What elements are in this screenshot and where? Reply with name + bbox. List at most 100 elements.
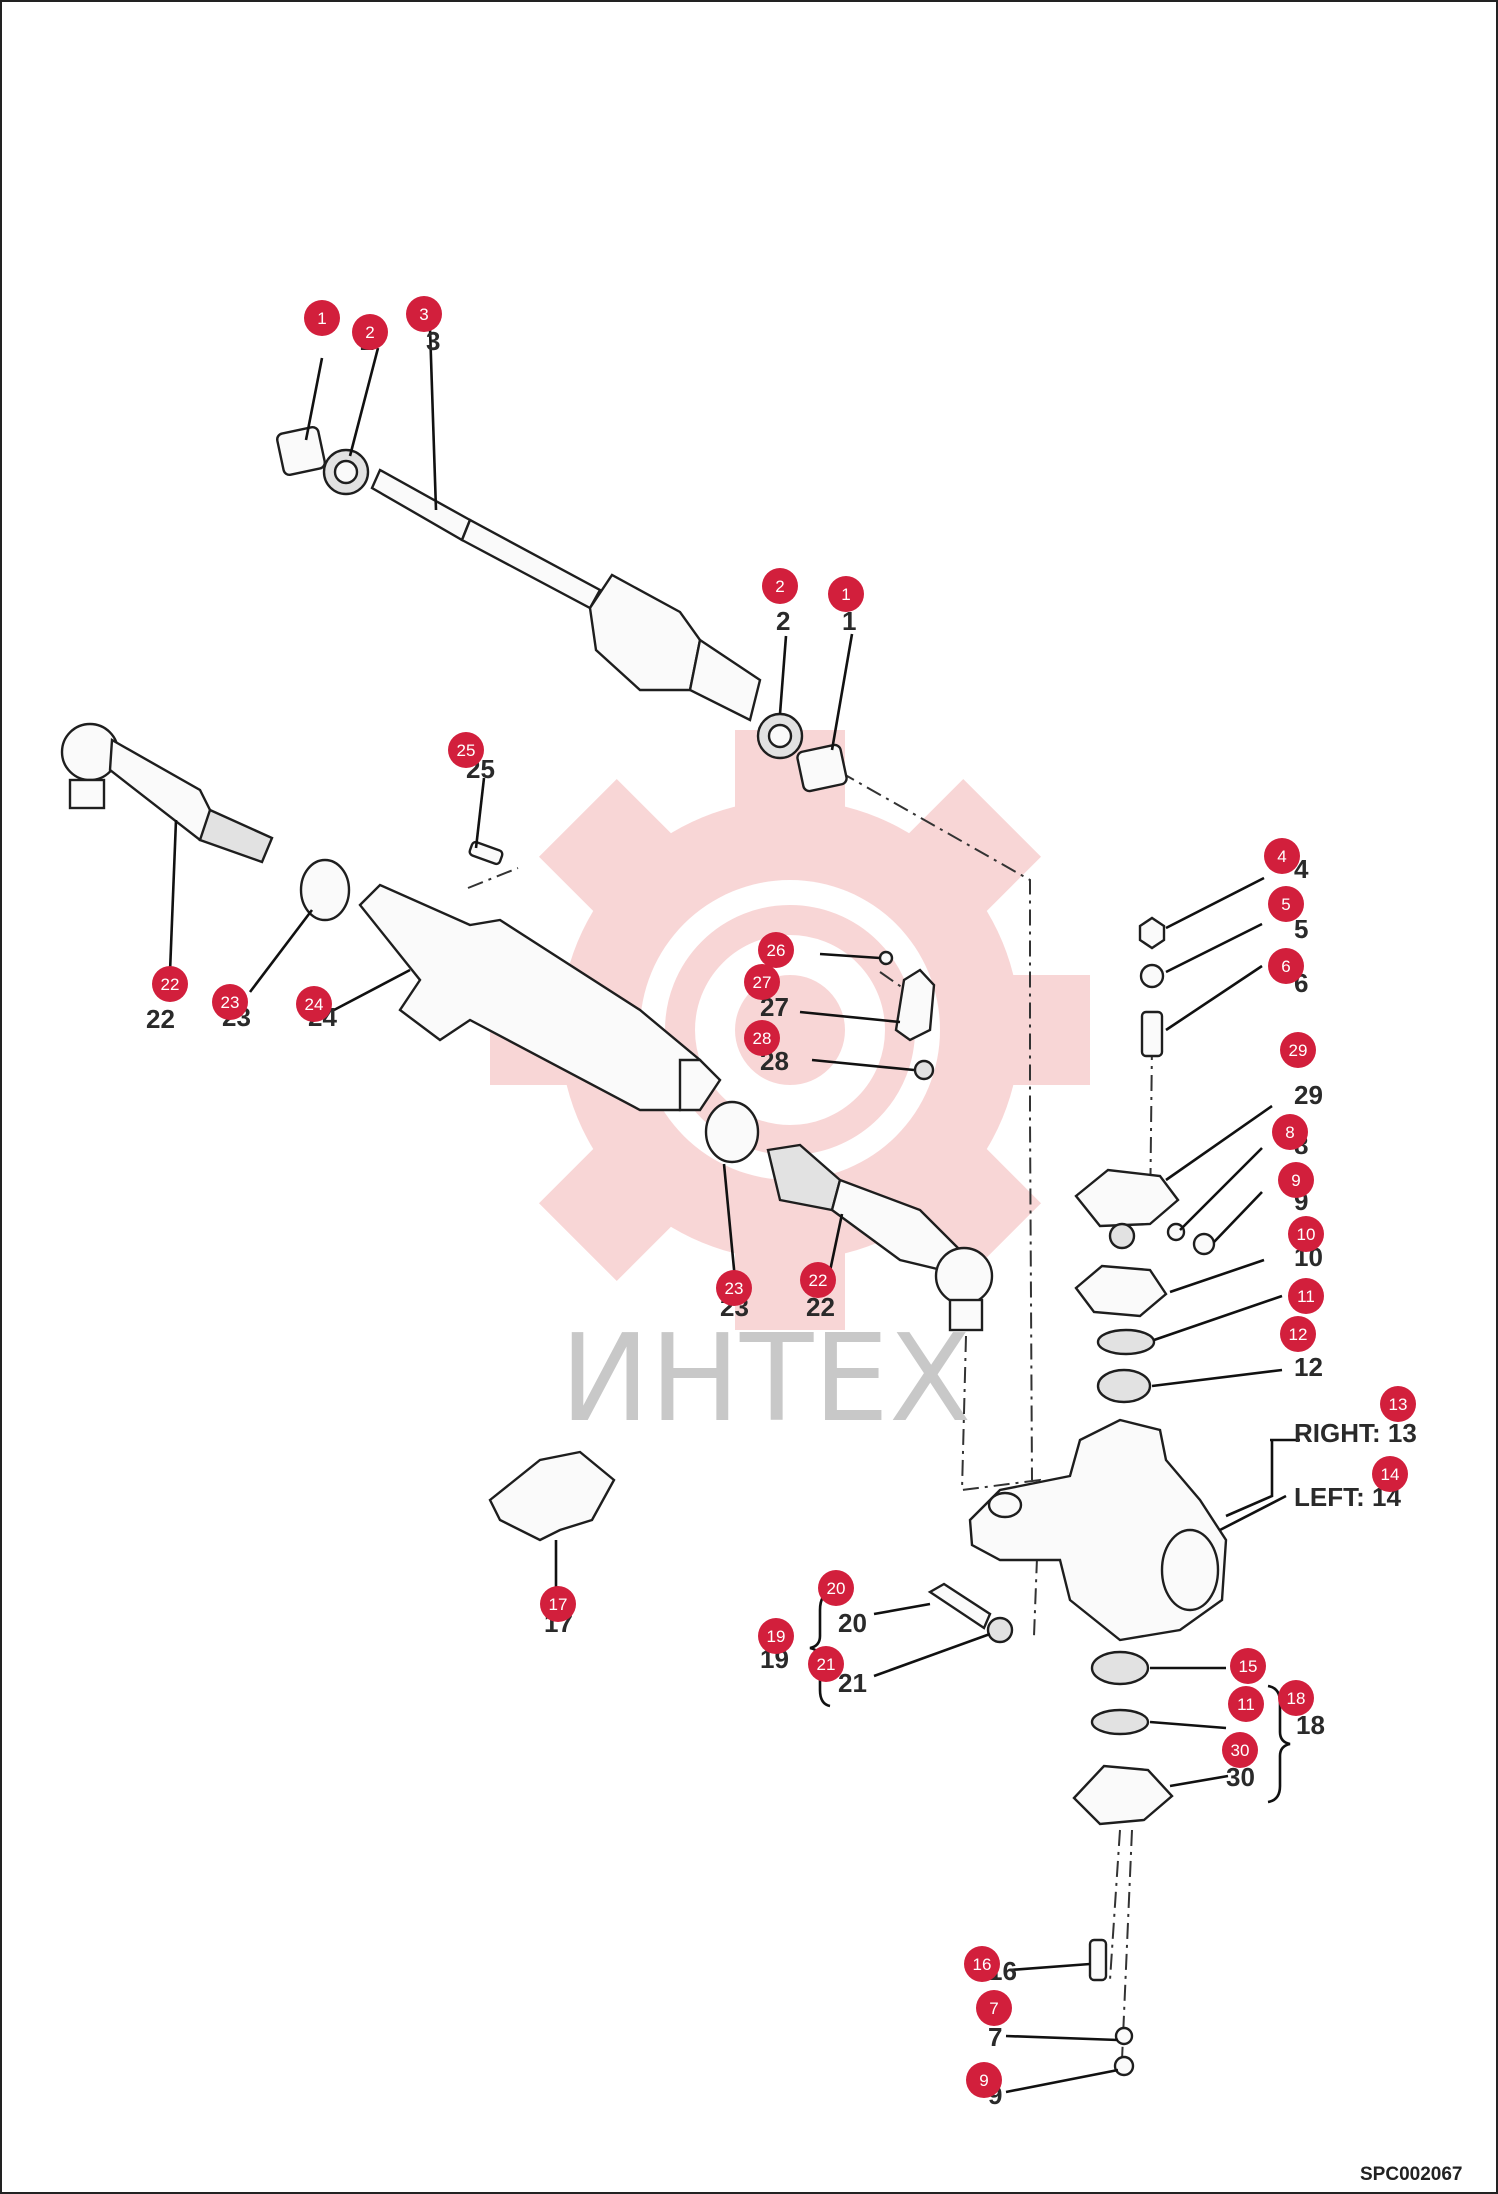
callout-badge-circle[interactable]: [800, 1262, 836, 1298]
callout-badge-circle[interactable]: [828, 576, 864, 612]
callout-badge-circle[interactable]: [1380, 1386, 1416, 1422]
callout-badge-14[interactable]: 14: [1372, 1456, 1408, 1492]
callout-badge-24[interactable]: 24: [296, 986, 332, 1022]
callout-badge-2[interactable]: 2: [352, 314, 388, 350]
callout-badge-6[interactable]: 6: [1268, 948, 1304, 984]
callout-badge-circle[interactable]: [448, 732, 484, 768]
bearing-15: [1090, 1650, 1150, 1686]
cap-29: [1074, 1168, 1180, 1228]
callout-badge-circle[interactable]: [808, 1646, 844, 1682]
callout-badge-number: 13: [1389, 1395, 1408, 1414]
callout-badge-number: 24: [305, 995, 324, 1014]
callout-badge-25[interactable]: 25: [448, 732, 484, 768]
shim-10: [1074, 1264, 1168, 1318]
callout-badge-22[interactable]: 22: [800, 1262, 836, 1298]
gasket-kit-17: [488, 1450, 616, 1542]
tie-rod-end-left: [60, 722, 120, 782]
callout-badge-number: 14: [1381, 1465, 1400, 1484]
callout-badge-circle[interactable]: [1372, 1456, 1408, 1492]
callout-badge-circle[interactable]: [152, 966, 188, 1002]
callout-badge-circle[interactable]: [758, 1618, 794, 1654]
callout-badge-26[interactable]: 26: [758, 932, 794, 968]
callout-badge-1[interactable]: 1: [304, 300, 340, 336]
callout-badge-9[interactable]: 9: [1278, 1162, 1314, 1198]
bushing-1-top: [276, 426, 326, 476]
callout-badge-circle[interactable]: [1280, 1316, 1316, 1352]
callout-badge-15[interactable]: 15: [1230, 1648, 1266, 1684]
callout-badge-3[interactable]: 3: [406, 296, 442, 332]
washer-5: [1139, 963, 1165, 989]
callout-badge-1[interactable]: 1: [828, 576, 864, 612]
grease-fitting-7: [1114, 2026, 1134, 2046]
callout-badge-number: 22: [809, 1271, 828, 1290]
callout-badge-circle[interactable]: [1228, 1686, 1264, 1722]
label-29: 29: [1294, 1080, 1323, 1110]
callout-badge-number: 23: [725, 1279, 744, 1298]
callout-badge-circle[interactable]: [1264, 838, 1300, 874]
callout-badge-18[interactable]: 18: [1278, 1680, 1314, 1716]
label-7: 7: [988, 2022, 1002, 2052]
callout-badge-circle[interactable]: [1268, 886, 1304, 922]
callout-badge-circle[interactable]: [304, 300, 340, 336]
callout-badge-circle[interactable]: [1280, 1032, 1316, 1068]
callout-badge-7[interactable]: 7: [976, 1990, 1012, 2026]
callout-badge-circle[interactable]: [744, 1020, 780, 1056]
callout-badge-circle[interactable]: [818, 1570, 854, 1606]
callout-badge-29[interactable]: 29: [1280, 1032, 1316, 1068]
callout-badge-13[interactable]: 13: [1380, 1386, 1416, 1422]
callout-badge-23[interactable]: 23: [716, 1270, 752, 1306]
callout-badge-circle[interactable]: [296, 986, 332, 1022]
callout-badge-5[interactable]: 5: [1268, 886, 1304, 922]
callout-badge-circle[interactable]: [966, 2062, 1002, 2098]
callout-badge-circle[interactable]: [406, 296, 442, 332]
callout-badge-number: 23: [221, 993, 240, 1012]
callout-badge-8[interactable]: 8: [1272, 1114, 1308, 1150]
nut-4: [1138, 916, 1166, 950]
callout-badge-circle[interactable]: [758, 932, 794, 968]
callout-badge-circle[interactable]: [964, 1946, 1000, 1982]
label-1-mid: 1: [842, 606, 856, 636]
label-22-left: 22: [146, 1004, 175, 1034]
callout-badge-circle[interactable]: [352, 314, 388, 350]
callout-badge-circle[interactable]: [976, 1990, 1012, 2026]
callout-badge-19[interactable]: 19: [758, 1618, 794, 1654]
callout-badge-circle[interactable]: [1272, 1114, 1308, 1150]
callout-badge-circle[interactable]: [762, 568, 798, 604]
callout-badge-number: 28: [753, 1029, 772, 1048]
callout-badge-20[interactable]: 20: [818, 1570, 854, 1606]
callout-badge-circle[interactable]: [1268, 948, 1304, 984]
callout-badge-21[interactable]: 21: [808, 1646, 844, 1682]
callout-badge-number: 22: [161, 975, 180, 994]
callout-badge-circle[interactable]: [1230, 1648, 1266, 1684]
callout-badge-10[interactable]: 10: [1288, 1216, 1324, 1252]
callout-badge-23[interactable]: 23: [212, 984, 248, 1020]
callout-badge-4[interactable]: 4: [1264, 838, 1300, 874]
callout-badge-11[interactable]: 11: [1288, 1278, 1324, 1314]
callout-badge-circle[interactable]: [540, 1586, 576, 1622]
callout-badge-circle[interactable]: [1278, 1162, 1314, 1198]
callout-badge-circle[interactable]: [212, 984, 248, 1020]
callout-badge-circle[interactable]: [716, 1270, 752, 1306]
callout-badge-circle[interactable]: [1278, 1680, 1314, 1716]
callout-badge-27[interactable]: 27: [744, 964, 780, 1000]
callout-badge-9[interactable]: 9: [966, 2062, 1002, 2098]
callout-badge-28[interactable]: 28: [744, 1020, 780, 1056]
callout-badge-circle[interactable]: [1222, 1732, 1258, 1768]
callout-badge-12[interactable]: 12: [1280, 1316, 1316, 1352]
callout-badge-number: 11: [1237, 1695, 1255, 1714]
bushing-1-bottom: [796, 743, 848, 793]
callout-badge-number: 29: [1289, 1041, 1308, 1060]
callout-badge-2[interactable]: 2: [762, 568, 798, 604]
callout-badge-number: 1: [841, 585, 850, 604]
callout-badge-circle[interactable]: [744, 964, 780, 1000]
callout-badge-circle[interactable]: [1288, 1216, 1324, 1252]
callout-badge-30[interactable]: 30: [1222, 1732, 1258, 1768]
callout-badge-circle[interactable]: [1288, 1278, 1324, 1314]
callout-badge-22[interactable]: 22: [152, 966, 188, 1002]
callout-badge-11[interactable]: 11: [1228, 1686, 1264, 1722]
callout-badge-17[interactable]: 17: [540, 1586, 576, 1622]
callout-badge-16[interactable]: 16: [964, 1946, 1000, 1982]
cv-joint: [588, 573, 702, 692]
